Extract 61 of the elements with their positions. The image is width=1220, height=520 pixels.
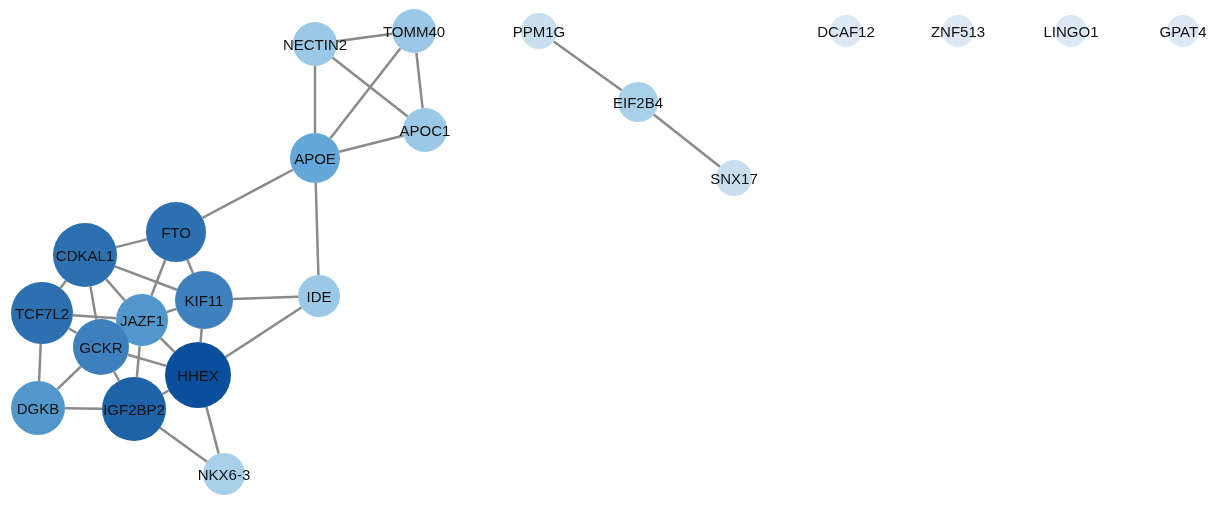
gene-node (102, 377, 166, 441)
interaction-line (159, 337, 176, 353)
interaction-line (205, 406, 220, 454)
gene-label: NECTIN2 (282, 35, 348, 53)
interaction-line (65, 407, 102, 410)
interaction-line (201, 168, 294, 219)
gene-label: JAZF1 (119, 311, 165, 329)
interaction-line (37, 343, 42, 382)
interaction-line (105, 278, 126, 302)
interaction-line (114, 265, 178, 291)
gene-label: KIF11 (184, 291, 224, 309)
gene-label: GCKR (79, 338, 123, 356)
interaction-line (150, 259, 167, 297)
interaction-line (224, 306, 303, 358)
gene-label: GPAT4 (1159, 22, 1207, 40)
gene-label: TOMM40 (382, 22, 446, 40)
interaction-line (89, 286, 98, 320)
interaction-line (232, 295, 299, 301)
gene-label: APOC1 (399, 121, 451, 139)
interaction-line (552, 40, 623, 92)
interaction-line (166, 307, 177, 314)
gene-label: PPM1G (512, 22, 566, 40)
gene-label: DCAF12 (817, 22, 875, 40)
gene-label: FTO (161, 223, 191, 241)
gene-node (290, 133, 340, 183)
gene-node (146, 202, 206, 262)
interaction-line (329, 47, 402, 140)
interaction-line (336, 32, 393, 43)
interaction-line (68, 327, 78, 335)
gene-label: SNX17 (710, 169, 758, 187)
gene-label: LINGO1 (1043, 22, 1099, 40)
gene-label: IDE (306, 287, 332, 305)
interaction-line (56, 365, 82, 391)
gene-node (11, 381, 65, 435)
gene-label: NKX6-3 (197, 465, 251, 483)
interaction-line (135, 345, 141, 378)
interaction-line (127, 353, 167, 368)
interaction-line (199, 328, 203, 343)
gene-label: EIF2B4 (613, 93, 663, 111)
gene-label: DGKB (16, 399, 60, 417)
gene-node (53, 223, 117, 287)
interaction-line (652, 113, 721, 168)
gene-label: HHEX (177, 366, 219, 384)
gene-node (175, 271, 233, 329)
interaction-line (72, 313, 117, 320)
interaction-line (314, 182, 320, 276)
interaction-line (113, 371, 121, 382)
gene-label: IGF2BP2 (103, 400, 165, 418)
gene-label: CDKAL1 (55, 246, 115, 264)
gene-label: TCF7L2 (14, 304, 70, 322)
gene-label: ZNF513 (930, 22, 986, 40)
gene-label: APOE (294, 149, 336, 167)
gene-node (298, 275, 340, 317)
interaction-line (115, 238, 148, 249)
interaction-line (186, 259, 195, 274)
interaction-line (338, 134, 404, 154)
gene-node (165, 342, 231, 408)
interaction-line (313, 66, 317, 133)
interaction-line (159, 426, 208, 463)
interaction-line (415, 52, 424, 109)
interaction-line (331, 56, 409, 118)
